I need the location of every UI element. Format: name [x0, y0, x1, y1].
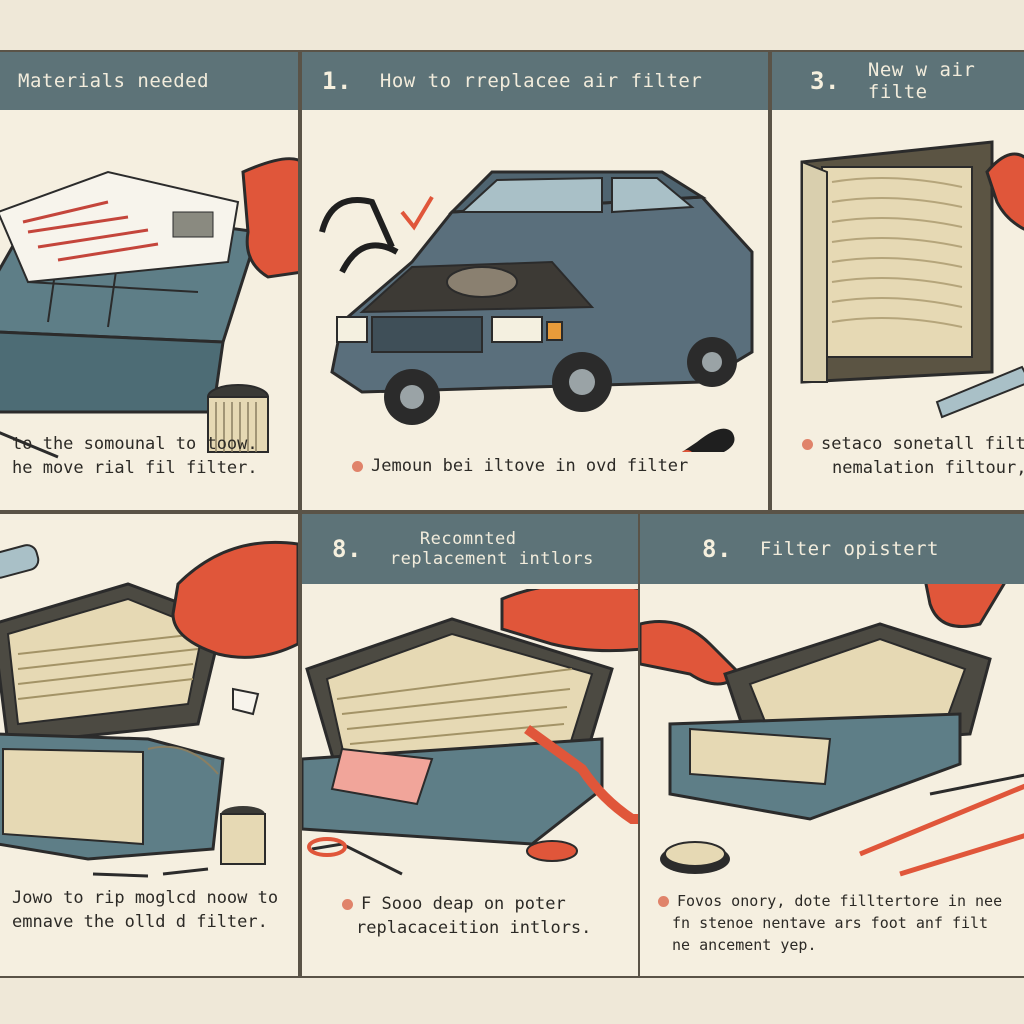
panel-header: 8. Filter opistert — [640, 514, 1024, 584]
step-number: 8. — [702, 535, 732, 563]
panel-caption: F Sooo deap on poter replacaceition intl… — [342, 892, 630, 940]
filter-options-illustration — [640, 584, 1024, 877]
panel-caption: Jemoun bei iltove in ovd filter — [352, 454, 760, 478]
panel-header: 1. How to rreplacee air filter — [302, 52, 768, 110]
panel-step-1: 1. How to rreplacee air filter — [300, 50, 770, 512]
caption-line: nemalation filtour, — [832, 458, 1024, 478]
materials-illustration — [0, 157, 298, 459]
caption-line: to the somounal to toow. — [12, 434, 258, 454]
panel-materials: Materials needed to the somounal to toow… — [0, 50, 300, 512]
panel-filter-options: 8. Filter opistert Fovos onory, dote fil… — [638, 512, 1024, 978]
caption-line: ne ancement yep. — [672, 936, 817, 954]
caption-line: replacaceition intlors. — [356, 918, 592, 938]
panel-header: 8. Recomnted replacement intlors — [302, 514, 638, 584]
panel-title: Recomnted replacement intlors — [389, 529, 594, 569]
remove-filter-illustration — [0, 540, 298, 878]
bullet-icon — [342, 898, 353, 910]
caption-line: he move rial fil filter. — [12, 458, 258, 478]
caption-line: setaco sonetall filt — [802, 432, 1024, 456]
panel-title: Filter opistert — [759, 538, 939, 560]
panel-title: New w air filte — [867, 59, 976, 103]
panel-remove-filter: Jowo to rip moglcd noow to emnave the ol… — [0, 512, 300, 978]
bullet-icon — [658, 896, 669, 907]
step-number: 1. — [322, 67, 352, 95]
step-number: 3. — [810, 67, 840, 95]
step-number: 8. — [332, 535, 362, 563]
bullet-icon — [802, 438, 813, 450]
caption-line: emnave the olld d filter. — [12, 912, 268, 932]
install-filter-illustration — [302, 589, 638, 876]
panel-caption: setaco sonetall filt nemalation filtour, — [802, 432, 1024, 480]
caption-line: fn stenoe nentave ars foot anf filt — [672, 914, 989, 932]
caption-line: Jemoun bei iltove in ovd filter — [352, 454, 760, 478]
panel-caption: Jowo to rip moglcd noow to emnave the ol… — [12, 886, 290, 934]
panel-step-3: 3. New w air filte setaco sonetall filt … — [770, 50, 1024, 512]
panel-header: Materials needed — [0, 52, 298, 110]
panel-title: Materials needed — [18, 70, 210, 92]
panel-caption: to the somounal to toow. he move rial fi… — [12, 432, 290, 480]
panel-replacement: 8. Recomnted replacement intlors F Sooo … — [300, 512, 640, 978]
caption-line: Jowo to rip moglcd noow to — [12, 888, 279, 908]
caption-line: F Sooo deap on poter — [342, 892, 630, 916]
panel-header: 3. New w air filte — [772, 52, 1024, 110]
bullet-icon — [352, 460, 363, 472]
panel-title: How to rreplacee air filter — [379, 70, 703, 92]
panel-caption: Fovos onory, dote filltertore in nee fn … — [658, 890, 1018, 956]
caption-line: Fovos onory, dote filltertore in nee — [658, 890, 1018, 912]
car-illustration — [319, 170, 754, 452]
new-filter-illustration — [800, 140, 1024, 419]
